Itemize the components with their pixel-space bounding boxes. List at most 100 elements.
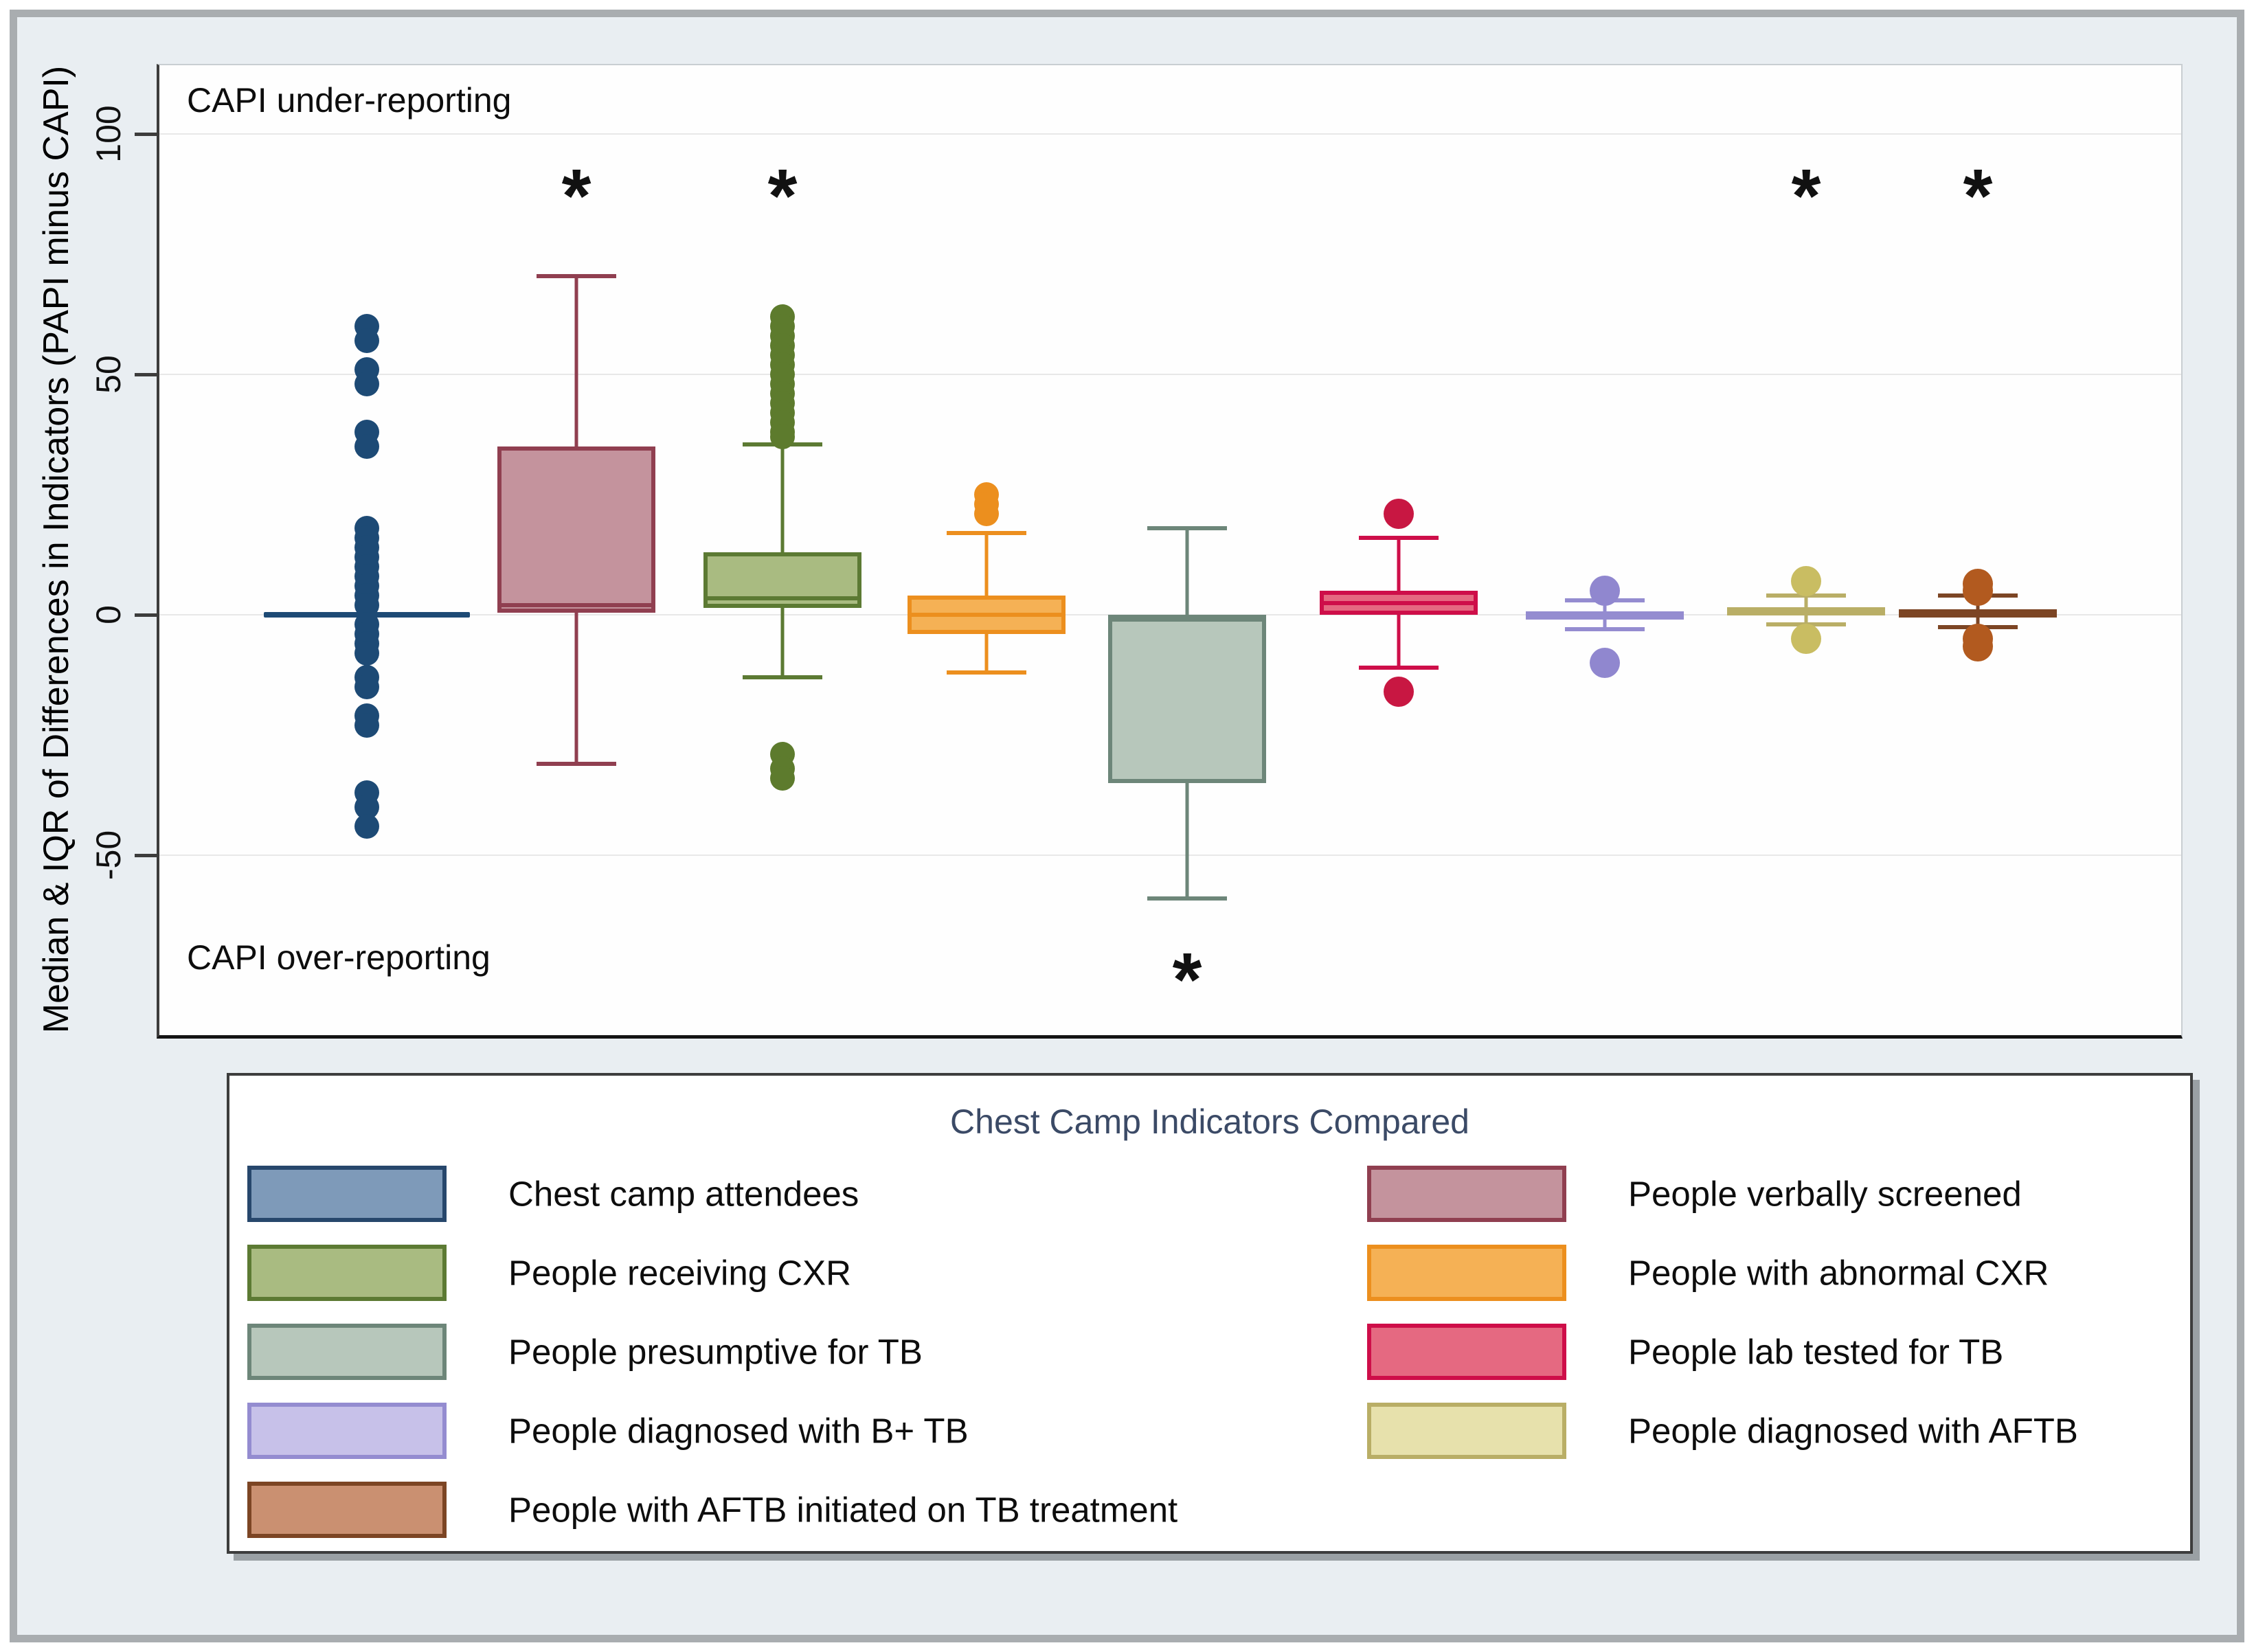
lower-whisker-stem [574,612,578,764]
lower-whisker-cap [1359,666,1439,670]
outlier-dot-1 [1791,566,1821,596]
legend-swatch [247,1482,447,1538]
significance-star-above-group-8: * [1791,154,1821,238]
outlier-dot-2 [1590,648,1620,678]
lower-whisker-stem [984,634,989,672]
significance-star-above-group-2: * [561,154,591,238]
iqr-box [1727,607,1885,615]
y-tick-label--50: -50 [89,830,128,881]
outlier-dot-14 [770,425,795,449]
lower-whisker-stem [1603,618,1607,629]
y-tick-50 [135,373,157,376]
lower-whisker-stem [1804,615,1808,624]
lower-whisker-stem [1976,615,1980,627]
median-line [1112,618,1263,622]
outlier-dot-2 [1963,576,1993,606]
legend-row-people-with-abnormal-cxr: People with abnormal CXR [1367,1245,2254,1301]
legend-label: People with abnormal CXR [1628,1253,2049,1293]
lower-whisker-stem [1397,615,1401,668]
upper-whisker-stem [780,444,785,552]
legend-row-people-verbally-screened: People verbally screened [1367,1166,2254,1222]
median-line [1323,600,1474,605]
legend-box: Chest Camp Indicators Compared Chest cam… [227,1073,2193,1554]
legend-swatch [247,1403,447,1459]
lower-whisker-cap [537,762,616,766]
outlier-dot-19 [354,641,379,666]
outlier-dot-17 [770,766,795,791]
outlier-dot-21 [354,675,379,699]
outlier-dot-1 [1384,499,1414,529]
y-tick--50 [135,854,157,857]
legend-row-people-with-aftb-initiated-on-tb-treatment: People with AFTB initiated on TB treatme… [247,1482,1209,1538]
outlier-dot-26 [354,814,379,839]
upper-whisker-cap [537,273,616,278]
outlier-dot-2 [1791,624,1821,654]
median-line [911,613,1062,617]
iqr-box [1899,609,2057,618]
upper-whisker-stem [574,275,578,446]
iqr-box [497,446,655,613]
legend-swatch [1367,1403,1566,1459]
annotation-capi-over-reporting: CAPI over-reporting [187,938,491,977]
y-tick-label-0: 0 [89,605,128,624]
legend-row-people-diagnosed-with-aftb: People diagnosed with AFTB [1367,1403,2254,1459]
outlier-dot-4 [1963,624,1993,654]
lower-whisker-cap [743,675,822,679]
legend-row-chest-camp-attendees: Chest camp attendees [247,1166,1209,1222]
y-axis-title: Median & IQR of Differences in Indicator… [36,65,76,1034]
upper-whisker-stem [1185,528,1189,615]
outlier-dot-1 [1590,576,1620,606]
lower-whisker-cap [947,670,1026,675]
legend-swatch [1367,1245,1566,1301]
gridline-y--50 [159,855,2181,856]
y-tick-label-50: 50 [89,355,128,394]
legend-row-people-diagnosed-with-b-tb: People diagnosed with B+ TB [247,1403,1209,1459]
legend-label: People lab tested for TB [1628,1332,2004,1372]
y-tick-100 [135,133,157,136]
legend-label: People diagnosed with AFTB [1628,1411,2078,1451]
plot-area: CAPI under-reporting CAPI over-reporting… [157,64,2183,1039]
legend-label: People diagnosed with B+ TB [508,1411,969,1451]
legend-row-people-lab-tested-for-tb: People lab tested for TB [1367,1324,2254,1380]
upper-whisker-stem [984,533,989,596]
legend-label: People presumptive for TB [508,1332,923,1372]
upper-whisker-cap [947,531,1026,535]
outlier-dot-2 [1384,677,1414,707]
lower-whisker-cap [1565,627,1645,631]
outlier-dot-23 [354,713,379,738]
legend-row-people-presumptive-for-tb: People presumptive for TB [247,1324,1209,1380]
legend-label: People verbally screened [1628,1174,2022,1214]
legend-label: People with AFTB initiated on TB treatme… [508,1490,1178,1530]
outlier-dot-6 [354,434,379,459]
significance-star-above-group-9: * [1963,154,1993,238]
significance-star-above-group-3: * [767,154,798,238]
outlier-dot-4 [354,372,379,396]
legend-title: Chest Camp Indicators Compared [950,1102,1469,1141]
legend-label: People receiving CXR [508,1253,851,1293]
median-line [501,603,652,607]
gridline-y-100 [159,133,2181,135]
upper-whisker-stem [1804,596,1808,607]
legend-swatch [1367,1324,1566,1380]
y-tick-label-100: 100 [89,105,128,163]
outlier-dot-2 [354,328,379,353]
upper-whisker-stem [1603,600,1607,612]
upper-whisker-stem [1397,538,1401,591]
lower-whisker-stem [1185,783,1189,898]
lower-whisker-cap [1147,896,1227,901]
legend-label: Chest camp attendees [508,1174,859,1214]
legend-swatch [247,1245,447,1301]
significance-star-below-group-5: * [1172,938,1202,1022]
legend-swatch [247,1166,447,1222]
y-tick-0 [135,613,157,617]
legend-swatch [1367,1166,1566,1222]
upper-whisker-cap [1359,536,1439,540]
annotation-capi-under-reporting: CAPI under-reporting [187,81,512,120]
lower-whisker-stem [780,607,785,677]
gridline-y-50 [159,374,2181,375]
outlier-dot-3 [974,501,999,526]
upper-whisker-cap [1147,526,1227,530]
iqr-box [1108,615,1266,783]
legend-row-people-receiving-cxr: People receiving CXR [247,1245,1209,1301]
